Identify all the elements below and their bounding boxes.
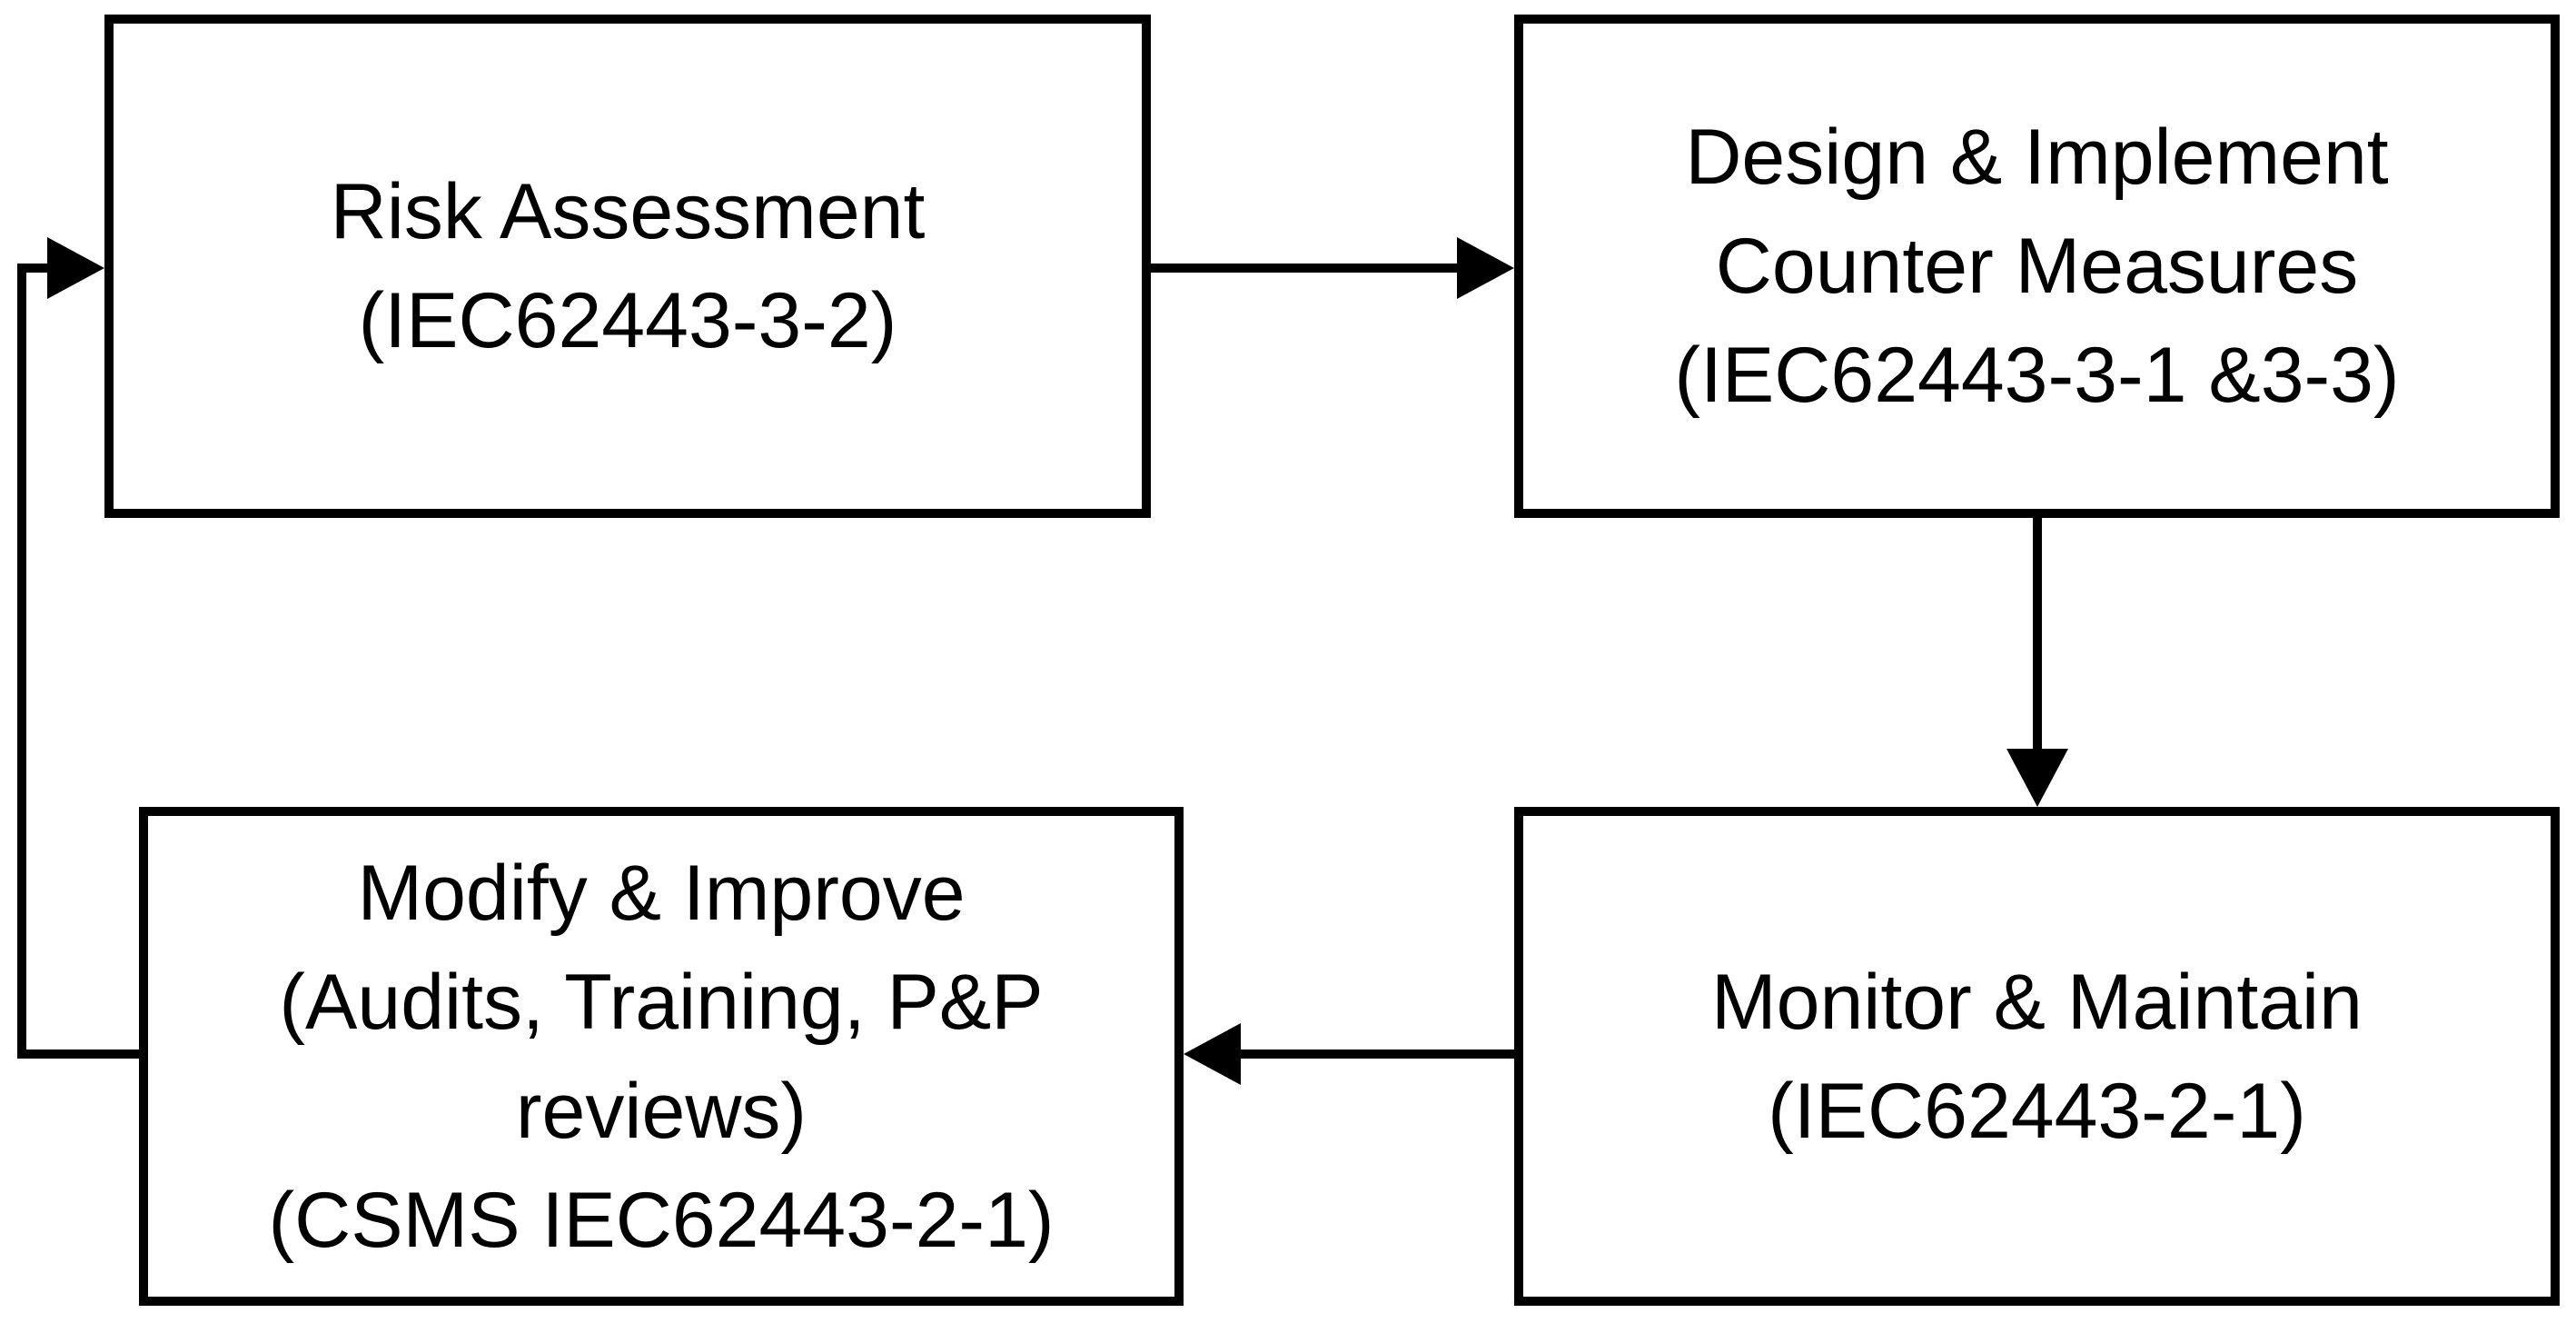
arrow-modify-to-risk-loop [17, 237, 139, 1059]
box-text-line: (IEC62443-3-2) [358, 277, 897, 364]
box-text-line: Counter Measures [1715, 223, 2359, 310]
box-text-line: (CSMS IEC62443-2-1) [268, 1176, 1055, 1264]
arrowhead-right-icon [47, 237, 104, 299]
flow-box-risk-assessment: Risk Assessment (IEC62443-3-2) [104, 15, 1151, 518]
arrow-risk-to-design [1151, 237, 1514, 299]
box-text-line: (IEC62443-3-1 &3-3) [1674, 332, 2400, 419]
box-text-line: Monitor & Maintain [1711, 958, 2363, 1046]
arrow-shaft [17, 264, 139, 1059]
box-text-line: Risk Assessment [330, 168, 926, 255]
box-text-line: Design & Implement [1685, 114, 2389, 201]
arrow-monitor-to-modify [1184, 1023, 1514, 1085]
arrow-design-to-monitor [2006, 518, 2068, 807]
flow-box-design-implement-counter-measures: Design & Implement Counter Measures (IEC… [1514, 15, 2560, 518]
arrowhead-right-icon [1457, 237, 1514, 299]
box-text-line: (Audits, Training, P&P [279, 958, 1044, 1046]
flow-box-monitor-maintain: Monitor & Maintain (IEC62443-2-1) [1514, 807, 2560, 1306]
box-text-line: (IEC62443-2-1) [1768, 1067, 2306, 1155]
box-text-line: reviews) [515, 1067, 807, 1155]
arrowhead-down-icon [2006, 749, 2068, 807]
box-text-line: Modify & Improve [357, 849, 966, 937]
flow-box-modify-improve: Modify & Improve (Audits, Training, P&P … [139, 807, 1184, 1306]
arrowhead-left-icon [1184, 1023, 1241, 1085]
